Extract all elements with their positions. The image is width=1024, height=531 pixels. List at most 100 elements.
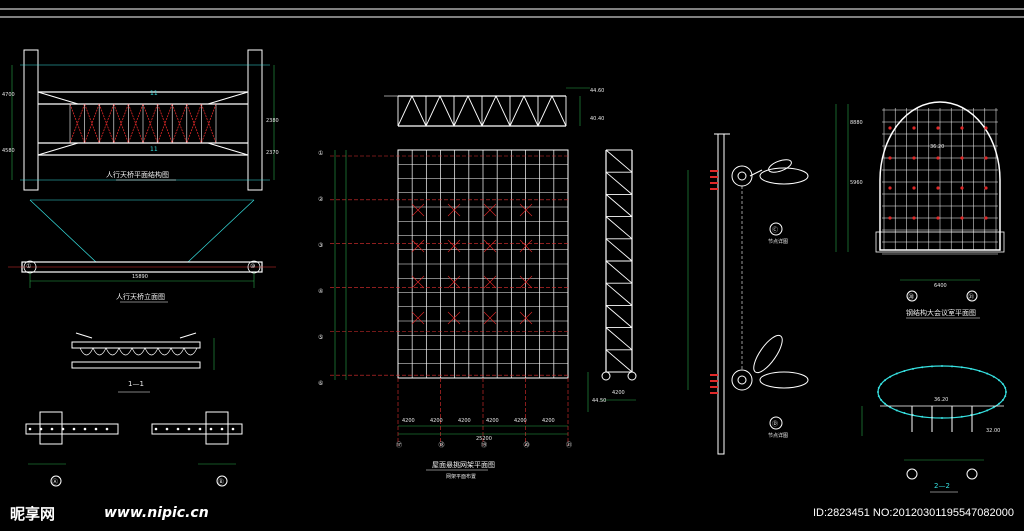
axis-roof-left: ⑤ <box>318 334 324 341</box>
roof-node-mark <box>411 239 425 253</box>
roof-plan-title: 屋面悬挑网架平面图 <box>432 461 495 469</box>
ellipse-node <box>960 366 963 369</box>
roof-node-mark <box>483 311 497 325</box>
ellipse-node <box>992 375 995 378</box>
ellipse-node <box>986 409 989 412</box>
bridge-brace <box>201 103 217 144</box>
ellipse-node <box>903 369 906 372</box>
bridge-elevation <box>8 179 276 303</box>
bridge-h2-dim: 4580 <box>2 148 15 154</box>
hall-node <box>960 156 964 160</box>
ellipse-node <box>880 399 883 402</box>
node-bolt <box>710 374 718 376</box>
detail-dot <box>94 427 98 431</box>
side-truss-diagonal <box>605 194 633 217</box>
detail-dot <box>154 427 158 431</box>
truss-diagonal <box>481 95 497 127</box>
ellipse-node <box>1001 382 1004 385</box>
watermark-url: www.nipic.cn <box>104 505 209 521</box>
truss-diagonal <box>509 95 525 127</box>
truss-diagonal <box>467 95 483 127</box>
section-arc <box>170 347 185 356</box>
roof-node-mark <box>411 311 425 325</box>
axis-hall-bottom: ⑳ <box>908 294 915 301</box>
roof-bay-dim: 4200 <box>514 418 527 424</box>
watermark-id: ID:2823451 NO:20120301195547082000 <box>812 507 1014 519</box>
node-details <box>687 133 809 455</box>
roof-node-mark <box>447 275 461 289</box>
bridge-brace <box>84 103 100 144</box>
ellipse-node <box>998 402 1001 405</box>
bridge-brace <box>201 103 217 144</box>
node-bolt <box>710 182 718 184</box>
axis-bridge-right: ⑩ <box>250 263 256 270</box>
hall-dim1: 8880 <box>850 120 863 126</box>
ellipse-node <box>911 367 914 370</box>
detail-dot <box>61 427 65 431</box>
roof-node-mark <box>411 275 425 289</box>
ellipse-node <box>978 412 981 415</box>
node-d-note: 节点详图 <box>768 433 789 439</box>
ellipse-node <box>951 365 954 368</box>
truss-diagonal <box>523 95 539 127</box>
roof-bay-dim: 4200 <box>458 418 471 424</box>
hall-node <box>984 126 988 130</box>
watermark-footer: 昵享网 www.nipic.cn ID:2823451 NO:201203011… <box>0 497 1024 527</box>
side-truss-diagonal <box>605 305 633 328</box>
truss-diagonal <box>495 95 511 127</box>
hall-node <box>888 156 892 160</box>
hall-node <box>984 186 988 190</box>
axis-roof-left: ③ <box>318 242 324 249</box>
bridge-plan <box>11 49 275 191</box>
roof-right-el: 44.50 <box>592 398 607 404</box>
detail-dot <box>39 427 43 431</box>
hall-node <box>888 216 892 220</box>
detail-dot <box>165 427 169 431</box>
section-arc <box>131 347 146 356</box>
hall-node <box>936 156 940 160</box>
roof-node-mark <box>447 203 461 217</box>
ellipse-node <box>895 409 898 412</box>
section-arc <box>79 347 94 356</box>
bridge-brace <box>98 103 115 144</box>
ellipse-node <box>1004 386 1007 389</box>
hall-node <box>912 216 916 220</box>
bridge-h4-dim: 2370 <box>266 150 279 156</box>
side-truss-diagonal <box>605 238 633 262</box>
axis-bridge-left: ① <box>26 263 32 270</box>
ellipse-node <box>930 365 933 368</box>
roof-bay-dim: 4200 <box>486 418 499 424</box>
axis-roof-bottom: ⑲ <box>481 442 488 449</box>
section-1-1 <box>71 332 215 393</box>
truss-diagonal <box>397 95 413 127</box>
roof-plan-grid <box>330 149 569 471</box>
detail-dot <box>105 427 109 431</box>
bridge-brace <box>142 103 158 144</box>
detail-dot <box>220 427 224 431</box>
bridge-brace <box>157 103 173 144</box>
axis-roof-bottom: ⑰ <box>396 442 403 449</box>
bridge-brace <box>113 103 129 144</box>
hall-dim2: 5960 <box>850 180 863 186</box>
truss-diagonal <box>439 95 455 127</box>
section-arc <box>118 347 133 356</box>
bridge-brace <box>84 103 100 144</box>
hall-plan <box>835 101 1005 319</box>
detail-dot <box>231 427 235 431</box>
roof-plan-subtitle: 网架平面布置 <box>446 474 477 480</box>
hall-node <box>984 156 988 160</box>
ellipse-node <box>889 406 892 409</box>
hall-node <box>936 216 940 220</box>
axis-roof-bottom: ⑱ <box>438 442 445 449</box>
roof-node-mark <box>519 203 533 217</box>
bridge-span-dim: 15890 <box>132 274 148 280</box>
roof-right-dim: 4200 <box>612 390 625 396</box>
node-bolt <box>710 386 718 388</box>
hall-node <box>912 126 916 130</box>
bridge-inner-label-bottom: 11 <box>150 146 158 153</box>
section2-r-dim: 36.20 <box>934 397 949 403</box>
hall-dim3: 6400 <box>934 283 947 289</box>
hall-r-dim: 36.20 <box>930 144 945 150</box>
